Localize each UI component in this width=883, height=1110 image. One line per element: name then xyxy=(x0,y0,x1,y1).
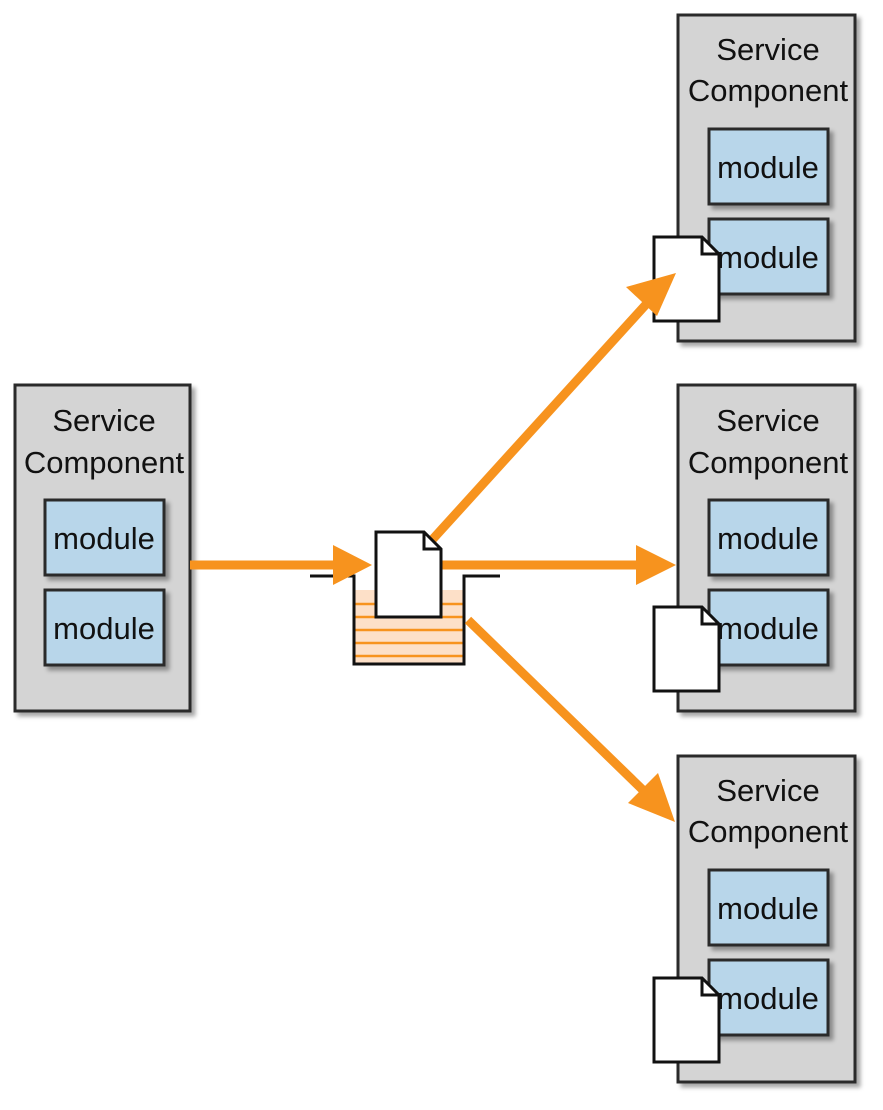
subscriber-component-1: Service Component module module xyxy=(652,13,857,343)
publisher-module-1 xyxy=(43,498,166,577)
subscriber-1-module-1-label: module xyxy=(717,150,819,185)
subscriber-component-2: Service Component module module xyxy=(652,383,857,713)
subscriber-2-module-2-label: module xyxy=(717,611,819,646)
subscriber-2-module-1 xyxy=(707,498,830,577)
publisher-title-line1: Service xyxy=(52,403,155,438)
subscriber-3-title-line1: Service xyxy=(716,773,819,808)
document-icon xyxy=(652,605,721,693)
subscriber-2-title-line2: Component xyxy=(688,445,849,480)
subscriber-3-module-1 xyxy=(707,868,830,947)
publisher-module-2-label: module xyxy=(53,611,155,646)
message-document xyxy=(374,530,443,619)
fanout-arrow-1-shaft xyxy=(428,296,654,544)
document-fold-icon xyxy=(422,532,441,551)
document-icon xyxy=(652,976,721,1064)
publisher-module-1-label: module xyxy=(53,521,155,556)
fanout-arrow-3-head xyxy=(628,773,675,822)
fanout-arrow-2-head xyxy=(636,545,676,585)
document-fold-icon xyxy=(700,237,719,256)
subscriber-3-module-2 xyxy=(707,958,830,1037)
subscriber-2-module-1-label: module xyxy=(717,521,819,556)
subscriber-component-3: Service Component module module xyxy=(652,754,857,1084)
flow-arrows xyxy=(190,273,676,822)
publisher-title-line2: Component xyxy=(24,445,185,480)
fanout-arrow-3-shaft xyxy=(464,616,652,799)
subscriber-3-module-2-label: module xyxy=(717,981,819,1016)
document-icon xyxy=(374,530,443,619)
fanout-arrow-1-head xyxy=(626,273,676,316)
subscriber-1-title-line1: Service xyxy=(716,32,819,67)
subscriber-2-module-2 xyxy=(707,588,830,667)
publisher-module-2 xyxy=(43,588,166,667)
subscriber-1-module-1 xyxy=(707,127,830,206)
subscriber-1-title-line2: Component xyxy=(688,73,849,108)
document-fold-icon xyxy=(700,978,719,997)
subscriber-1-module-2-label: module xyxy=(717,240,819,275)
publish-arrow-head xyxy=(333,545,372,585)
publisher-component: Service Component module module xyxy=(13,383,192,713)
document-fold-icon xyxy=(700,607,719,626)
subscriber-2-title-line1: Service xyxy=(716,403,819,438)
subscriber-3-module-1-label: module xyxy=(717,891,819,926)
subscriber-3-title-line2: Component xyxy=(688,814,849,849)
